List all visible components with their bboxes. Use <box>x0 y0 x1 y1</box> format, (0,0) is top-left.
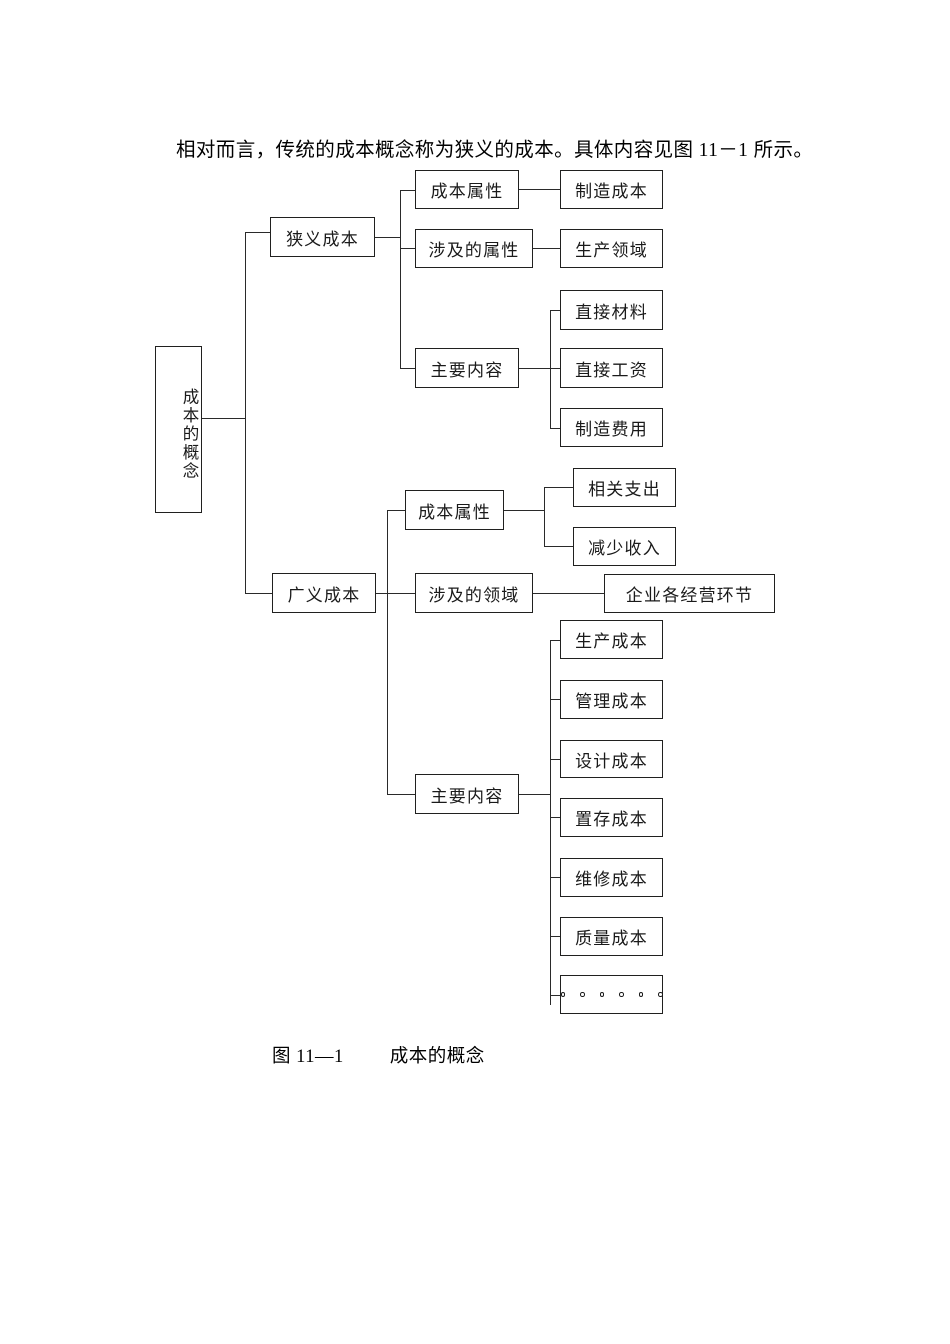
connector-b2c1-out <box>504 510 545 511</box>
node-leaf-storage-cost: 置存成本 <box>560 798 663 837</box>
node-branch-broad-cost: 广义成本 <box>272 573 376 613</box>
connector-branch2-spine <box>387 510 388 794</box>
connector-b1c1-out <box>519 189 561 190</box>
connector-b1c2-in <box>400 248 416 249</box>
connector-b1c3-leaf3 <box>550 428 561 429</box>
node-leaf-production-cost: 生产成本 <box>560 620 663 659</box>
connector-b1c3-out <box>519 368 551 369</box>
node-root-cost-concept: 成本的概念 <box>155 346 202 513</box>
connector-b2c3-out <box>519 794 551 795</box>
connector-b2c3-leaf2 <box>550 699 561 700</box>
node-leaf-maintenance-cost: 维修成本 <box>560 858 663 897</box>
figure-caption: 图 11—1 成本的概念 <box>272 1042 485 1068</box>
connector-b2c1-leaf2 <box>544 546 574 547</box>
connector-b1c1-in <box>400 190 416 191</box>
connector-branch1-in <box>245 232 271 233</box>
connector-b1c3-leaf1 <box>550 310 561 311</box>
intro-paragraph: 相对而言，传统的成本概念称为狭义的成本。具体内容见图 11－1 所示。 <box>176 139 814 161</box>
connector-b2c1-in <box>387 510 406 511</box>
figure-caption-title: 成本的概念 <box>389 1047 485 1067</box>
connector-b2c3-leaf1 <box>550 640 561 641</box>
dot-6 <box>658 992 663 997</box>
ellipsis-dots <box>560 992 663 997</box>
node-leaf-related-expenditure: 相关支出 <box>573 468 676 507</box>
connector-b2c3-spine <box>550 640 551 1005</box>
dot-2 <box>580 992 585 997</box>
node-leaf-enterprise-operation-links: 企业各经营环节 <box>604 574 775 613</box>
connector-b2c3-leaf5 <box>550 877 561 878</box>
node-b1-main-content: 主要内容 <box>415 348 519 388</box>
connector-b1c3-in <box>400 368 416 369</box>
dot-5 <box>638 992 643 997</box>
dot-3 <box>599 992 604 997</box>
figure-caption-label: 图 11—1 <box>272 1047 344 1067</box>
node-leaf-design-cost: 设计成本 <box>560 740 663 778</box>
node-leaf-direct-material: 直接材料 <box>560 290 663 330</box>
connector-b2c3-in <box>387 794 416 795</box>
connector-root-spine <box>245 232 246 594</box>
connector-b1c3-spine <box>550 310 551 428</box>
connector-root-stub <box>202 418 246 419</box>
node-leaf-quality-cost: 质量成本 <box>560 917 663 956</box>
node-b2-cost-attribute: 成本属性 <box>405 490 504 530</box>
connector-branch1-out <box>375 237 401 238</box>
node-leaf-production-field: 生产领域 <box>560 229 663 268</box>
node-b2-involved-field: 涉及的领域 <box>415 573 533 613</box>
node-leaf-management-cost: 管理成本 <box>560 680 663 719</box>
connector-b2c3-leaf4 <box>550 817 561 818</box>
connector-b2c3-leaf6 <box>550 936 561 937</box>
node-b2-main-content: 主要内容 <box>415 774 519 814</box>
node-leaf-reduced-income: 减少收入 <box>573 527 676 566</box>
connector-b1c2-out <box>533 248 561 249</box>
node-leaf-direct-wage: 直接工资 <box>560 348 663 388</box>
connector-b2c2-out <box>533 593 605 594</box>
node-leaf-ellipsis <box>560 975 663 1014</box>
connector-b2c1-leaf1 <box>544 487 574 488</box>
connector-branch1-spine <box>400 190 401 368</box>
node-branch-narrow-cost: 狭义成本 <box>270 217 375 257</box>
node-b1-involved-attribute: 涉及的属性 <box>415 229 533 268</box>
connector-b2c2-in <box>387 593 416 594</box>
connector-b2c3-leaf7 <box>550 995 561 996</box>
connector-b2c3-leaf3 <box>550 759 561 760</box>
node-b1-cost-attribute: 成本属性 <box>415 170 519 209</box>
connector-b1c3-leaf2 <box>550 368 561 369</box>
connector-b2c1-spine <box>544 487 545 547</box>
dot-1 <box>560 992 565 997</box>
node-leaf-manufacturing-cost: 制造成本 <box>560 170 663 209</box>
dot-4 <box>619 992 624 997</box>
connector-branch2-in <box>245 593 273 594</box>
node-leaf-manufacturing-expense: 制造费用 <box>560 408 663 447</box>
